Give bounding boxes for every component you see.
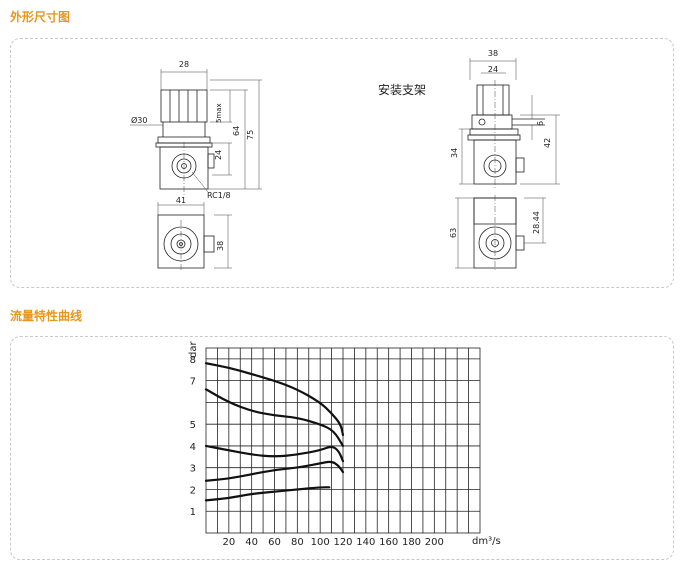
x-tick-label: 40 (245, 537, 258, 548)
chart-series (204, 362, 345, 502)
dim-63: 63 (449, 228, 458, 238)
y-axis-label: dar (188, 341, 199, 358)
dim-28-44: 28.44 (532, 211, 541, 234)
dim-64: 64 (232, 126, 241, 136)
dim-34: 34 (450, 148, 459, 158)
bracket-view: 38 24 6 42 34 (450, 49, 560, 190)
y-tick-label: 7 (190, 377, 196, 388)
x-tick-label: 180 (402, 537, 421, 548)
bracket-bottom-view: 63 28.44 (449, 195, 546, 272)
x-tick-label: 200 (425, 537, 444, 548)
y-tick-label: 2 (190, 485, 196, 496)
dim-75: 75 (246, 130, 255, 140)
series-line-5 (204, 486, 331, 502)
x-tick-label: 100 (311, 537, 330, 548)
front-view: 28 Ø30 5max 64 75 24 RC1/8 (130, 60, 262, 200)
x-axis-label: dm³/s (472, 536, 501, 547)
dim-28: 28 (179, 60, 189, 69)
x-tick-label: 140 (356, 537, 375, 548)
bracket-label: 安装支架 (378, 82, 426, 97)
flow-panel (10, 336, 674, 560)
x-tick-label: 60 (268, 537, 281, 548)
series-line-3 (204, 444, 345, 463)
dim-24-front: 24 (214, 150, 223, 160)
chart-grid (205, 347, 481, 534)
dim-42: 42 (543, 138, 552, 148)
dimension-drawing: 28 Ø30 5max 64 75 24 RC1/8 41 (130, 49, 560, 272)
y-tick-label: 8 (190, 355, 196, 366)
x-tick-label: 160 (379, 537, 398, 548)
y-tick-label: 4 (190, 442, 196, 453)
series-line-2 (204, 388, 345, 448)
bottom-view: 41 38 (157, 196, 232, 270)
label-rc18: RC1/8 (207, 191, 231, 200)
dim-diameter-30: Ø30 (131, 115, 147, 125)
flow-title: 流量特性曲线 (10, 309, 83, 323)
x-tick-label: 20 (222, 537, 235, 548)
front-knob (160, 89, 208, 123)
dim-5max: 5max (215, 103, 223, 123)
dimensions-panel (10, 38, 674, 288)
y-tick-label: 3 (190, 464, 196, 475)
x-tick-label: 120 (333, 537, 352, 548)
series-line-4 (204, 460, 345, 482)
y-tick-label: 5 (190, 420, 196, 431)
dimensions-title: 外形尺寸图 (10, 10, 71, 24)
series-line-1 (204, 362, 345, 437)
y-tick-label: 1 (190, 507, 196, 518)
dim-6: 6 (536, 121, 545, 126)
dim-38-bracket: 38 (488, 49, 498, 58)
dim-24-bracket: 24 (488, 65, 498, 74)
x-tick-label: 80 (291, 537, 304, 548)
dim-38-bottom: 38 (216, 241, 225, 251)
dim-41: 41 (176, 196, 186, 205)
